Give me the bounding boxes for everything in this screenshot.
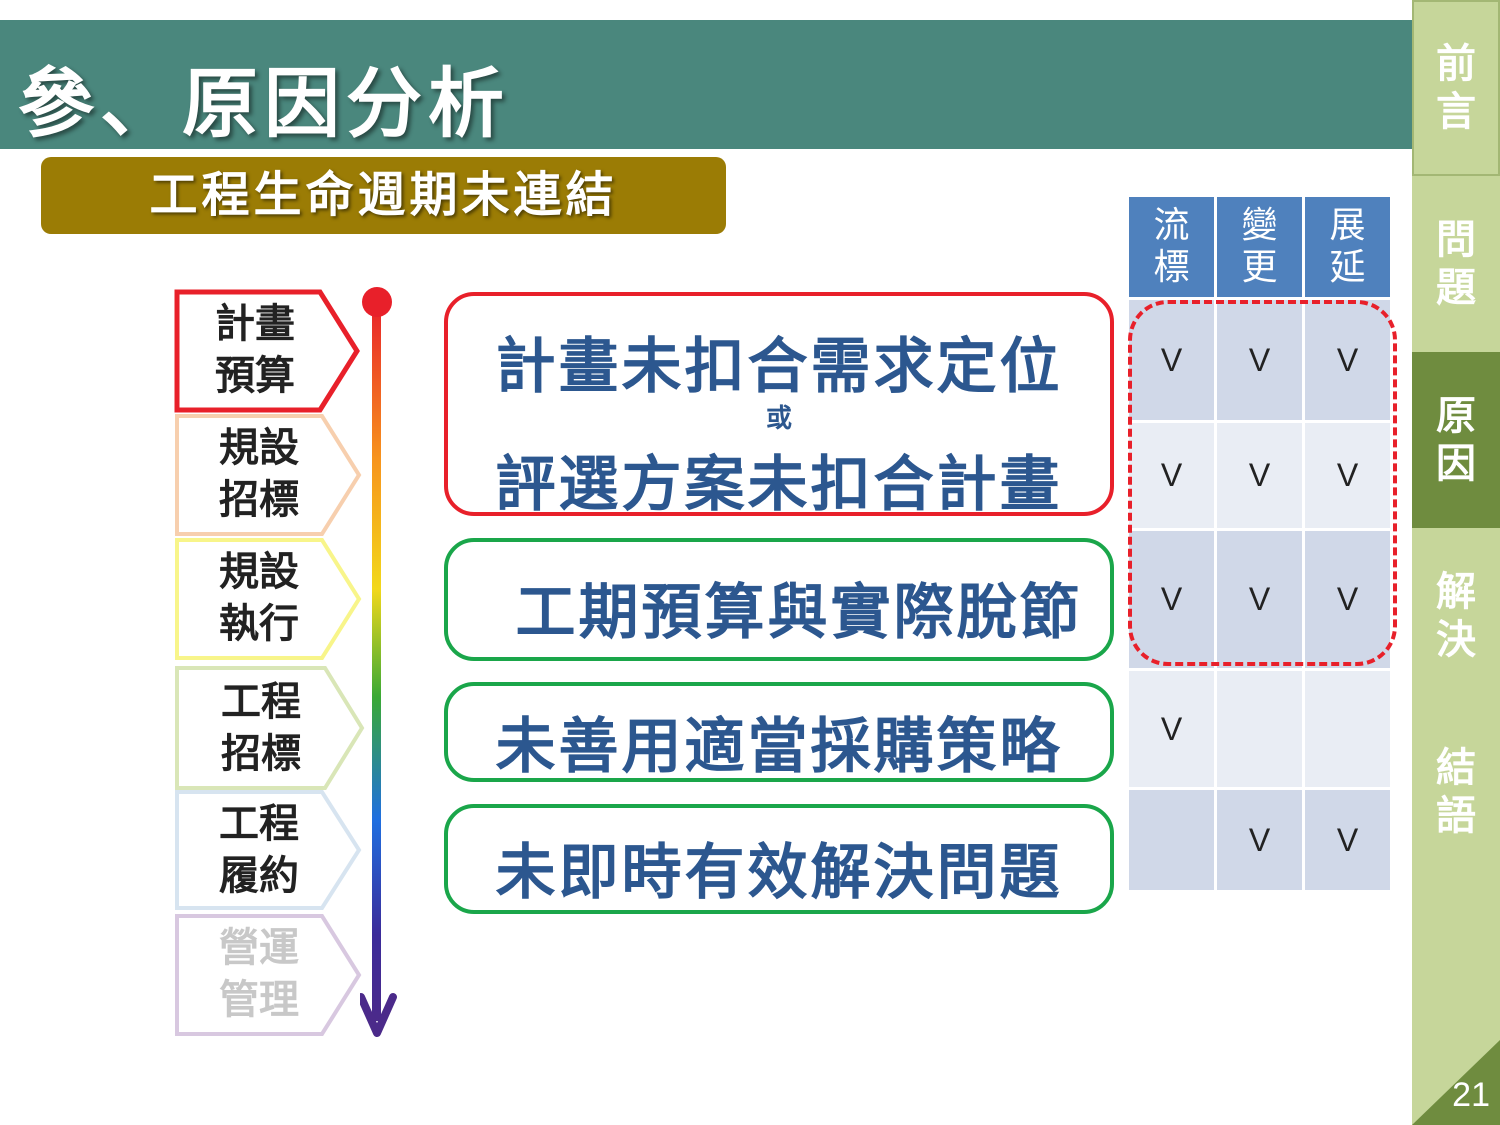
side-nav: 前言 問題 原因 解決 結語 21	[1412, 0, 1500, 1125]
matrix-cell	[1129, 790, 1214, 890]
cause-or: 或	[765, 404, 792, 434]
cause-box-procurement: 未善用適當採購策略	[444, 682, 1114, 782]
matrix-cell: V	[1129, 671, 1214, 787]
cause-text: 未善用適當採購策略	[495, 712, 1063, 782]
timeline-arrow	[360, 287, 397, 1037]
matrix-cell: V	[1129, 423, 1214, 528]
cause-box-resolve: 未即時有效解決問題	[444, 804, 1114, 914]
matrix-header: 變更	[1217, 197, 1302, 297]
matrix-cell: V	[1217, 531, 1302, 668]
nav-item-label: 解決	[1436, 569, 1476, 663]
nav-item-label: 原因	[1436, 393, 1476, 487]
page-title: 參、原因分析	[18, 59, 510, 148]
nav-item-cause[interactable]: 原因	[1412, 352, 1500, 528]
stage-label: 規設執行	[219, 549, 299, 647]
section-subtitle: 工程生命週期未連結	[41, 157, 726, 234]
stage-label: 規設招標	[219, 425, 299, 523]
matrix-header-label: 流標	[1153, 205, 1190, 288]
matrix-cell: V	[1305, 423, 1390, 528]
matrix-cell: V	[1217, 790, 1302, 890]
stage-label: 計畫預算	[215, 301, 295, 399]
cause-box-schedule: 工期預算與實際脫節	[444, 538, 1114, 661]
nav-item-label: 前言	[1436, 41, 1476, 135]
stage-label: 工程招標	[221, 679, 301, 777]
matrix-header: 展延	[1305, 197, 1390, 297]
cause-text: 計畫未扣合需求定位	[495, 332, 1063, 402]
nav-item-conclusion[interactable]: 結語	[1412, 704, 1500, 880]
matrix-header: 流標	[1129, 197, 1214, 297]
stage-label: 工程履約	[219, 801, 299, 899]
page-number: 21	[1452, 1076, 1490, 1114]
nav-item-problem[interactable]: 問題	[1412, 176, 1500, 352]
nav-item-solution[interactable]: 解決	[1412, 528, 1500, 704]
nav-item-label: 結語	[1436, 745, 1476, 839]
nav-item-label: 問題	[1436, 217, 1476, 311]
matrix-cell: V	[1305, 790, 1390, 890]
matrix-cell: V	[1217, 300, 1302, 420]
cause-text: 工期預算與實際脫節	[515, 578, 1083, 648]
page-corner	[1412, 1040, 1500, 1125]
matrix-cell	[1305, 671, 1390, 787]
matrix-cell: V	[1217, 423, 1302, 528]
stage-label: 營運管理	[219, 925, 299, 1023]
matrix-header-label: 變更	[1241, 205, 1278, 288]
cause-text: 評選方案未扣合計畫	[495, 450, 1063, 520]
cause-text: 未即時有效解決問題	[495, 838, 1063, 908]
matrix-cell	[1217, 671, 1302, 787]
matrix-header-label: 展延	[1329, 205, 1366, 288]
highlight-dashed-box	[1128, 300, 1397, 666]
cause-box-planning: 計畫未扣合需求定位 或 評選方案未扣合計畫	[444, 292, 1114, 520]
nav-item-intro[interactable]: 前言	[1412, 0, 1500, 176]
title-bar: 參、原因分析	[0, 20, 1412, 149]
